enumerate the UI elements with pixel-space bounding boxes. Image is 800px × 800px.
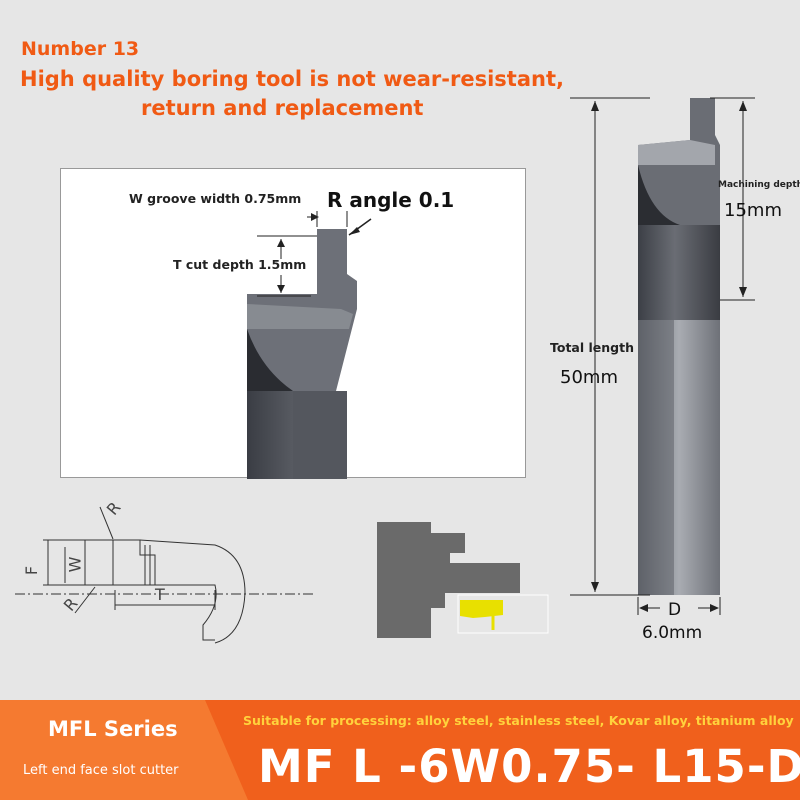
w-groove-width-label: W groove width 0.75mm <box>129 191 302 206</box>
series-box <box>0 700 250 800</box>
technical-sketch: R F W R T <box>15 495 335 655</box>
full-tool-image <box>570 97 755 615</box>
sketch-w-label: W <box>65 556 85 573</box>
suitable-materials-text: Suitable for processing: alloy steel, st… <box>243 713 794 728</box>
series-subtitle: Left end face slot cutter <box>23 763 179 778</box>
technical-sketch-drawing <box>15 506 315 644</box>
tool-tip-detail-panel: W groove width 0.75mm R angle 0.1 T cut … <box>60 168 526 479</box>
diameter-value: 6.0mm <box>642 623 703 643</box>
sketch-f-label: F <box>22 565 42 576</box>
machining-depth-label: Machining depth <box>718 180 800 190</box>
header-title-line1: High quality boring tool is not wear-res… <box>20 67 564 91</box>
t-cut-depth-label: T cut depth 1.5mm <box>173 257 307 272</box>
total-length-label: Total length <box>550 340 634 355</box>
model-number: MF L -6W0.75- L15-D6 <box>258 740 800 793</box>
full-tool-view: Machining depth 15mm Total length 50mm D… <box>540 85 800 650</box>
sketch-t-label: T <box>155 585 165 604</box>
diameter-label: D <box>668 600 682 620</box>
tool-tip-closeup-image <box>247 211 372 479</box>
header-title-line2: return and replacement <box>141 96 424 120</box>
series-box-shape <box>0 700 248 800</box>
total-length-value: 50mm <box>560 367 618 388</box>
series-label: MFL Series <box>48 717 178 741</box>
r-angle-label: R angle 0.1 <box>327 188 455 212</box>
workpiece-drawing <box>377 522 549 638</box>
header-number: Number 13 <box>21 38 140 60</box>
machining-depth-value: 15mm <box>724 200 782 221</box>
workpiece-diagram <box>375 520 555 640</box>
